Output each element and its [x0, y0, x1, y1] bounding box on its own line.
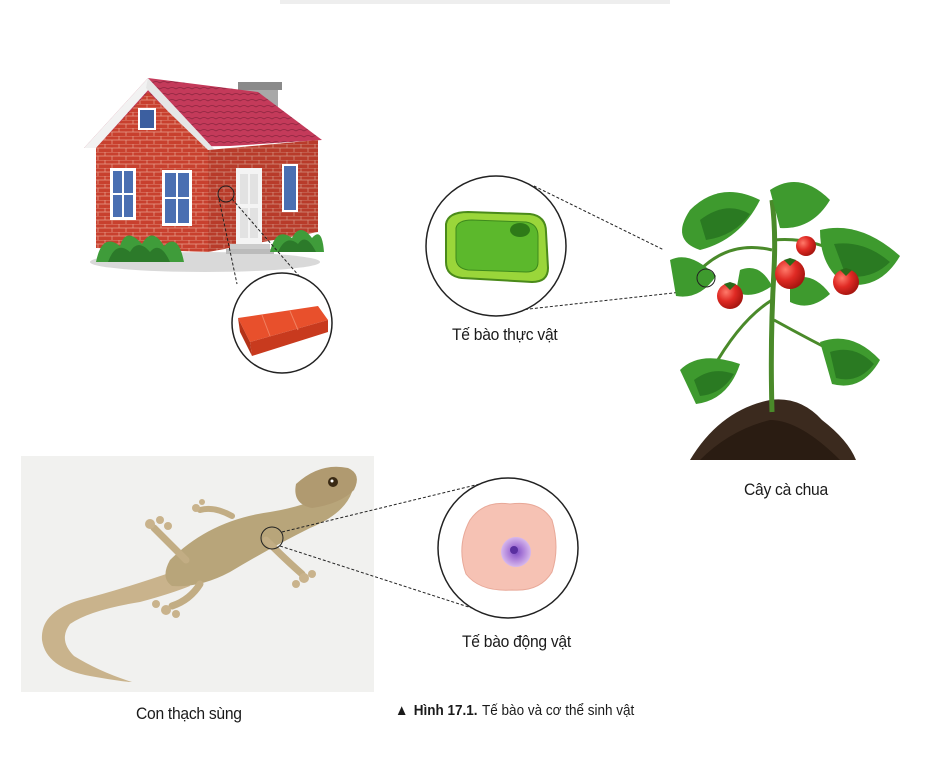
top-fade-bar	[280, 0, 670, 4]
figure-caption: ▲Hình 17.1.Tế bào và cơ thể sinh vật	[395, 702, 634, 719]
animal-cell-label: Tế bào động vật	[462, 632, 571, 651]
animal-cell-zoom	[437, 477, 579, 619]
tomato-fruit	[796, 236, 816, 256]
tomato-fruit	[775, 259, 805, 289]
plant-cell-label: Tế bào thực vật	[452, 325, 558, 344]
gecko-photo	[21, 456, 489, 692]
tomato-plant-label: Cây cà chua	[744, 480, 828, 499]
tomato-fruit	[833, 269, 859, 295]
plant-cell-zoom	[425, 175, 701, 317]
plant-cell-nucleus	[510, 223, 530, 237]
tomato-fruit	[717, 283, 743, 309]
figure-caption-text: Tế bào và cơ thể sinh vật	[482, 702, 635, 719]
brick-zoom	[231, 272, 333, 374]
figure-number: Hình 17.1.	[413, 702, 478, 719]
tomato-plant-illustration	[670, 182, 900, 460]
triangle-up-icon: ▲	[395, 702, 409, 719]
house-illustration	[84, 78, 324, 285]
gecko-label: Con thạch sùng	[136, 704, 242, 723]
